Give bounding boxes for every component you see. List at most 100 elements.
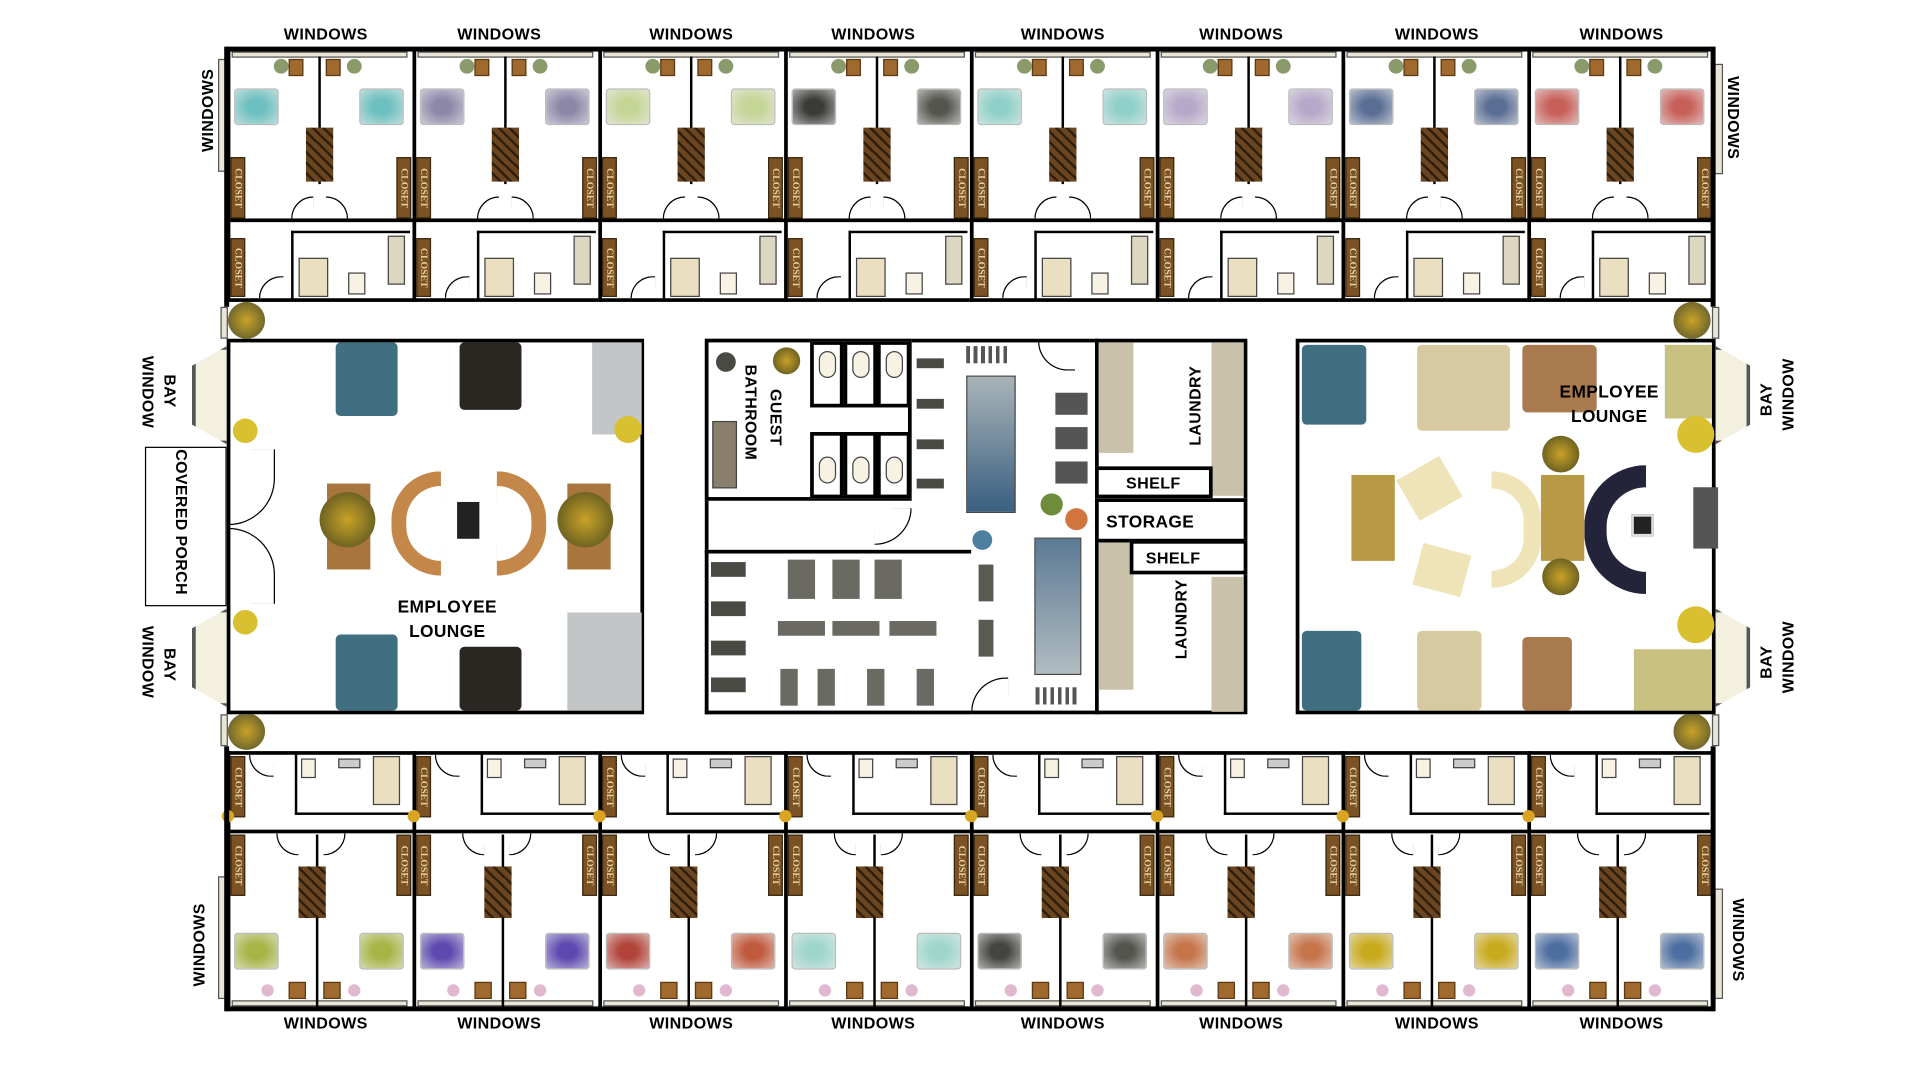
dresser (1049, 127, 1077, 182)
toilet (858, 758, 874, 779)
bath-door[interactable] (434, 754, 460, 777)
bedroom-door[interactable] (1623, 833, 1647, 856)
bedroom-door[interactable] (1405, 196, 1429, 219)
closet-label: CLOSET (230, 834, 246, 896)
bedroom-door[interactable] (323, 833, 346, 856)
treadmill (711, 640, 746, 656)
corridor-plant (227, 301, 266, 339)
window (974, 1000, 1151, 1007)
shower (1301, 756, 1330, 806)
bedroom-door[interactable] (1576, 833, 1600, 856)
small-plant (1574, 58, 1590, 74)
bath-door[interactable] (248, 754, 274, 777)
sink-fixture (916, 398, 944, 409)
toilet (818, 351, 837, 379)
bedroom-door[interactable] (1591, 196, 1615, 219)
shower (372, 756, 401, 806)
bath-door[interactable] (1373, 276, 1399, 299)
desk-chair (1623, 981, 1642, 1000)
bedroom-door[interactable] (1438, 833, 1461, 856)
bedroom-door[interactable] (276, 833, 299, 856)
windows-label-bottom: WINDOWS (1020, 1013, 1105, 1033)
bath-door[interactable] (1549, 754, 1575, 777)
bedroom-door[interactable] (1254, 196, 1278, 219)
bedroom-wall (1341, 218, 1528, 223)
bedroom-door[interactable] (511, 196, 534, 219)
large-plant (557, 492, 614, 548)
bathroom (1220, 230, 1340, 300)
bath-door[interactable] (1187, 276, 1213, 299)
unit-wall (784, 751, 788, 1009)
bath-door[interactable] (258, 276, 284, 299)
shower (484, 257, 515, 298)
bath-door[interactable] (444, 276, 470, 299)
rug (1351, 474, 1395, 561)
bedroom-wall (412, 218, 599, 223)
bedroom-door[interactable] (509, 833, 532, 856)
bath-door[interactable] (816, 276, 842, 299)
brown-sectional-sofa (1522, 344, 1597, 413)
corridor-wall (1527, 298, 1714, 302)
bath-door[interactable] (1178, 754, 1203, 777)
bedroom-door[interactable] (647, 833, 671, 856)
bedroom-door[interactable] (1034, 196, 1057, 219)
weight-rack (780, 668, 798, 706)
vanity (573, 235, 591, 285)
desk-chair (509, 981, 527, 1000)
bedroom-door[interactable] (1205, 833, 1228, 856)
bedroom-door[interactable] (1252, 833, 1275, 856)
bed (605, 932, 651, 970)
bedroom-door[interactable] (694, 833, 718, 856)
closet-label: CLOSET (416, 756, 432, 818)
closet-label: CLOSET (953, 157, 969, 219)
desk-chair (694, 981, 713, 1000)
bed (977, 88, 1022, 126)
bedroom-door[interactable] (1391, 833, 1414, 856)
bedroom-door[interactable] (1626, 196, 1649, 219)
bath-door[interactable] (1002, 276, 1027, 299)
bedroom-door[interactable] (880, 833, 904, 856)
bed (1163, 932, 1208, 970)
corridor-window (1711, 714, 1720, 747)
bedroom-door[interactable] (1066, 833, 1089, 856)
bath-door[interactable] (806, 754, 832, 777)
bath-door[interactable] (992, 754, 1017, 777)
bath-door[interactable] (1363, 754, 1389, 777)
yellow-sectional-sofa (1664, 344, 1712, 419)
bedroom-door[interactable] (848, 196, 871, 219)
bedroom-door[interactable] (1220, 196, 1243, 219)
desk-chair (1031, 981, 1050, 1000)
lamp (407, 810, 420, 823)
bedroom-door[interactable] (1068, 196, 1092, 219)
bedroom-door[interactable] (662, 196, 686, 219)
bedroom-door[interactable] (883, 196, 906, 219)
desk-chair (1254, 58, 1270, 77)
storage-room: STORAGE (1095, 498, 1248, 543)
bedroom-door[interactable] (833, 833, 856, 856)
windows-label-top: WINDOWS (1020, 24, 1105, 43)
bedroom-door[interactable] (462, 833, 485, 856)
bedroom-door[interactable] (1019, 833, 1042, 856)
windows-label-top: WINDOWS (649, 24, 734, 43)
bay-label: BAY (161, 374, 180, 408)
bedroom-door[interactable] (325, 196, 349, 219)
weight-machine (1055, 392, 1088, 415)
bedroom-door[interactable] (1440, 196, 1463, 219)
sink-fixture (916, 358, 944, 369)
bedroom-door[interactable] (697, 196, 720, 219)
toilet (818, 456, 837, 484)
toilet (885, 456, 904, 484)
bath-door[interactable] (620, 754, 646, 777)
armchair (1396, 455, 1463, 521)
toilet (672, 758, 688, 779)
closet-label: CLOSET (230, 157, 246, 219)
bathroom (1223, 753, 1338, 815)
shower (1599, 257, 1629, 298)
washer-dryer (1098, 540, 1134, 690)
plant (1542, 558, 1580, 596)
bedroom-door[interactable] (291, 196, 314, 219)
bedroom-door[interactable] (476, 196, 500, 219)
bath-door[interactable] (630, 276, 656, 299)
dresser (670, 866, 698, 919)
bath-door[interactable] (1559, 276, 1585, 299)
